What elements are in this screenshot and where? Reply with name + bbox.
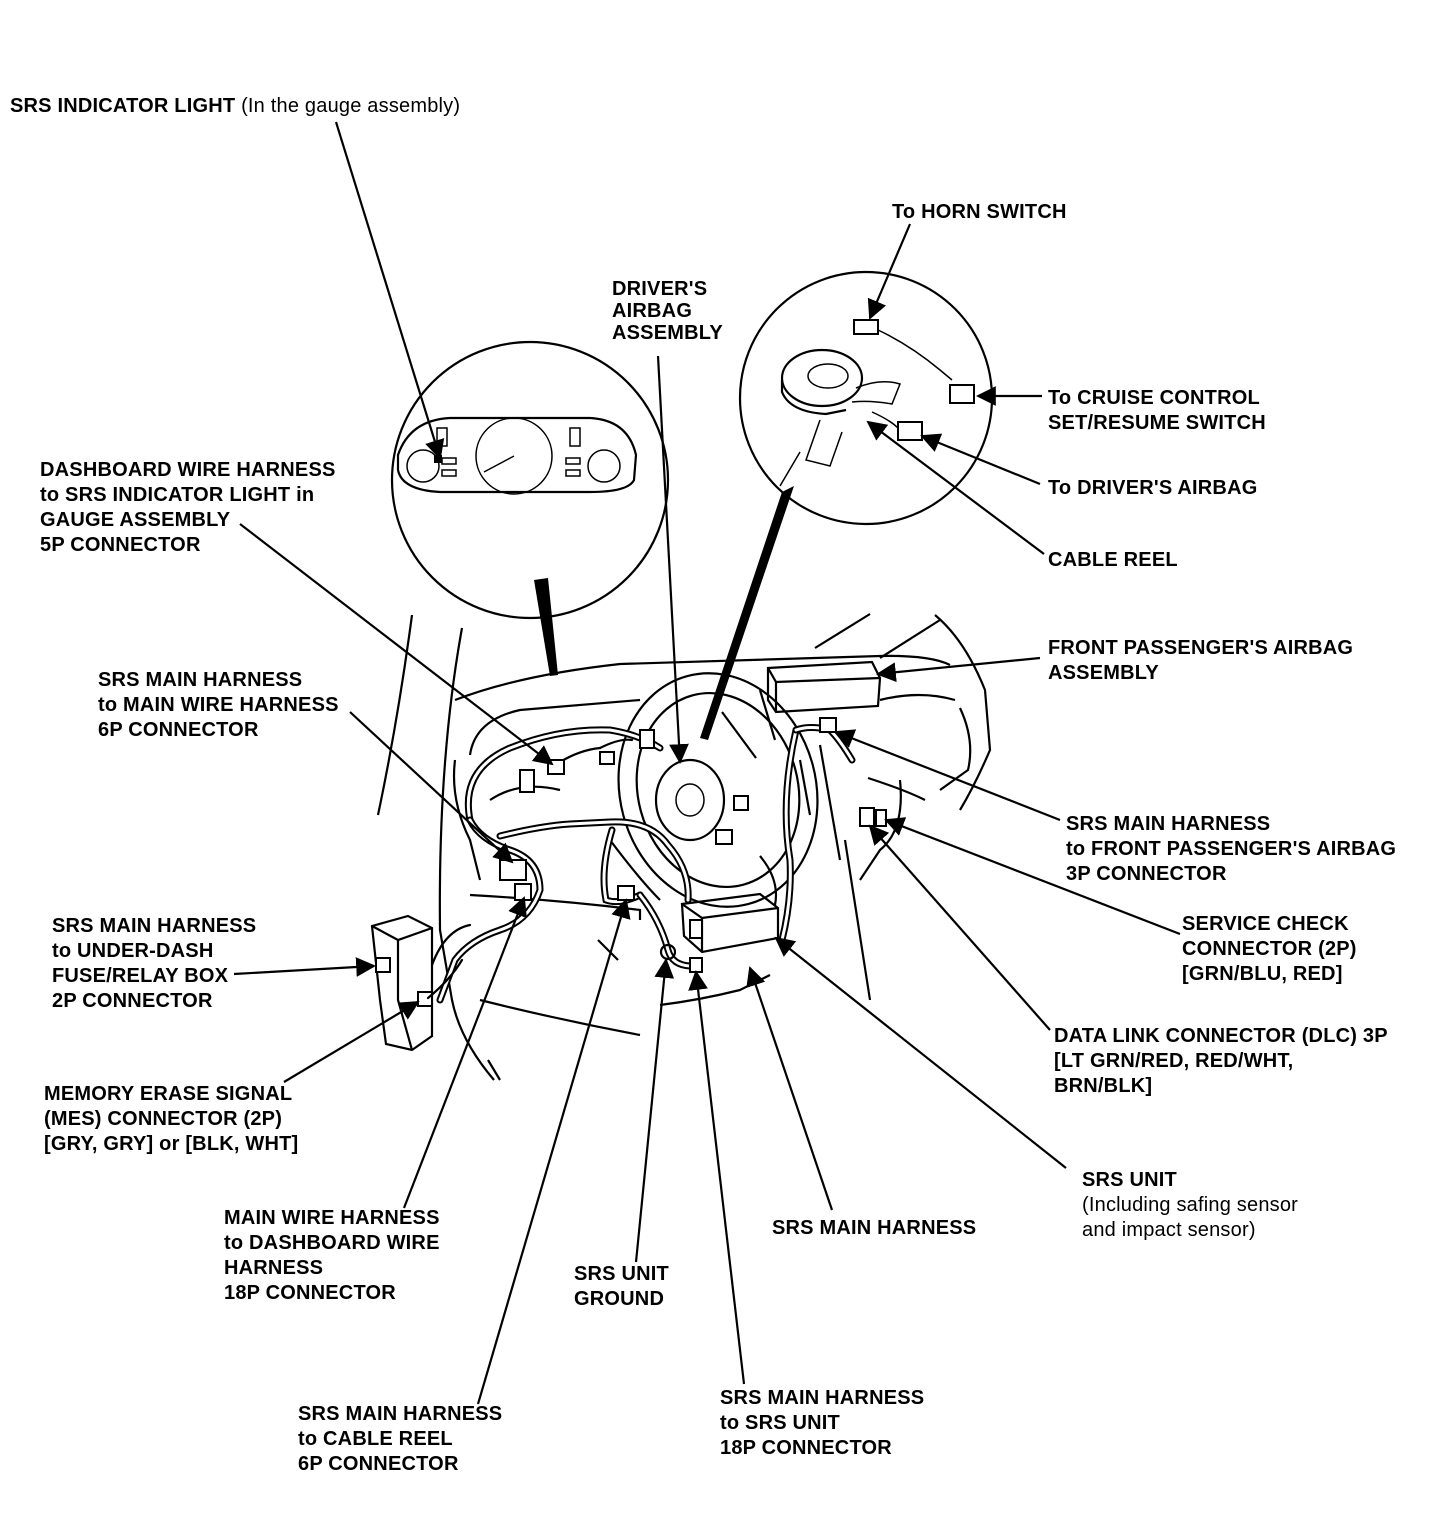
gauge-detail-pointer: [534, 578, 558, 676]
tachometer-icon: [406, 449, 440, 483]
dlc-connector-icon: [875, 809, 887, 827]
leader-srs-main-harness: [746, 966, 834, 1211]
passenger-3p-connector-icon: [819, 717, 837, 733]
front-passenger-airbag-module: [766, 660, 882, 714]
label-horn-switch: To HORN SWITCH: [892, 201, 1067, 223]
leader-srs-main-to-fuse-box: [233, 957, 376, 977]
label-mes-connector: MEMORY ERASE SIGNAL(MES) CONNECTOR (2P)[…: [44, 1083, 299, 1155]
leader-to-drivers-airbag: [920, 433, 1041, 486]
cruise-control-connector-icon: [949, 384, 975, 404]
gauge-assembly-detail: [390, 340, 670, 676]
main-harness-6p-connector-icon: [499, 859, 527, 881]
leader-service-check: [884, 817, 1181, 936]
leader-cable-reel: [866, 420, 1045, 555]
leader-horn-switch: [867, 223, 912, 320]
leader-srs-unit: [774, 936, 1067, 1169]
cable-reel-detail-pointer: [700, 486, 794, 740]
label-srs-main-harness: SRS MAIN HARNESS: [772, 1217, 977, 1239]
label-srs-indicator-light: SRS INDICATOR LIGHT (In the gauge assemb…: [10, 94, 460, 119]
leader-srs-unit-ground: [634, 958, 675, 1263]
mes-connector-icon: [417, 991, 433, 1007]
label-srs-indicator-light-note: (In the gauge assembly): [241, 95, 461, 117]
leader-srs-main-to-cable-reel-6p: [476, 898, 631, 1405]
srs-unit-18p-connector-icon: [689, 957, 703, 973]
leader-front-passenger-airbag: [876, 656, 1041, 683]
label-to-drivers-airbag: To DRIVER'S AIRBAG: [1048, 477, 1258, 499]
srs-main-harness-wiring: [426, 717, 887, 1004]
fuel-gauge-icon: [587, 449, 621, 483]
gauge-detail-circle: [390, 340, 670, 620]
speedometer-icon: [475, 417, 553, 495]
gauge-cluster-outline: [396, 416, 638, 494]
leader-dashboard-harness: [239, 523, 554, 766]
label-data-link-connector: DATA LINK CONNECTOR (DLC) 3P[LT GRN/RED,…: [1054, 1025, 1388, 1097]
cable-reel-icon: [780, 348, 864, 408]
cable-reel-detail: [700, 270, 994, 740]
fuse-box-2p-connector-icon: [375, 957, 391, 973]
service-check-connector-icon: [859, 807, 875, 827]
leader-drivers-airbag-assembly: [656, 355, 689, 764]
horn-switch-connector-icon: [853, 319, 879, 335]
leader-srs-main-to-passenger-3p: [834, 729, 1061, 822]
leader-srs-main-to-main-6p: [349, 711, 514, 864]
label-srs-indicator-light-title: SRS INDICATOR LIGHT: [10, 95, 236, 117]
cable-reel-6p-connector-icon: [617, 885, 635, 901]
leader-srs-main-to-srs-unit-18p: [688, 970, 746, 1385]
under-dash-fuse-box-icon: [370, 914, 434, 1052]
label-cable-reel: CABLE REEL: [1048, 549, 1178, 571]
leader-main-to-dashboard-18p: [402, 896, 527, 1209]
leader-mes-connector: [283, 1000, 420, 1083]
leader-data-link-connector: [868, 824, 1051, 1031]
srs-unit-icon: [680, 892, 780, 954]
vehicle-dashboard-outline: [376, 613, 992, 1081]
steering-wheel: [609, 672, 819, 908]
srs-indicator-icon: [434, 455, 442, 463]
drivers-airbag-connector-icon: [897, 421, 923, 441]
cable-reel-in-wheel-icon: [654, 758, 726, 842]
leader-srs-indicator-light: [334, 121, 445, 460]
dashboard-18p-connector-icon: [514, 883, 532, 901]
leader-lines: [233, 121, 1181, 1405]
